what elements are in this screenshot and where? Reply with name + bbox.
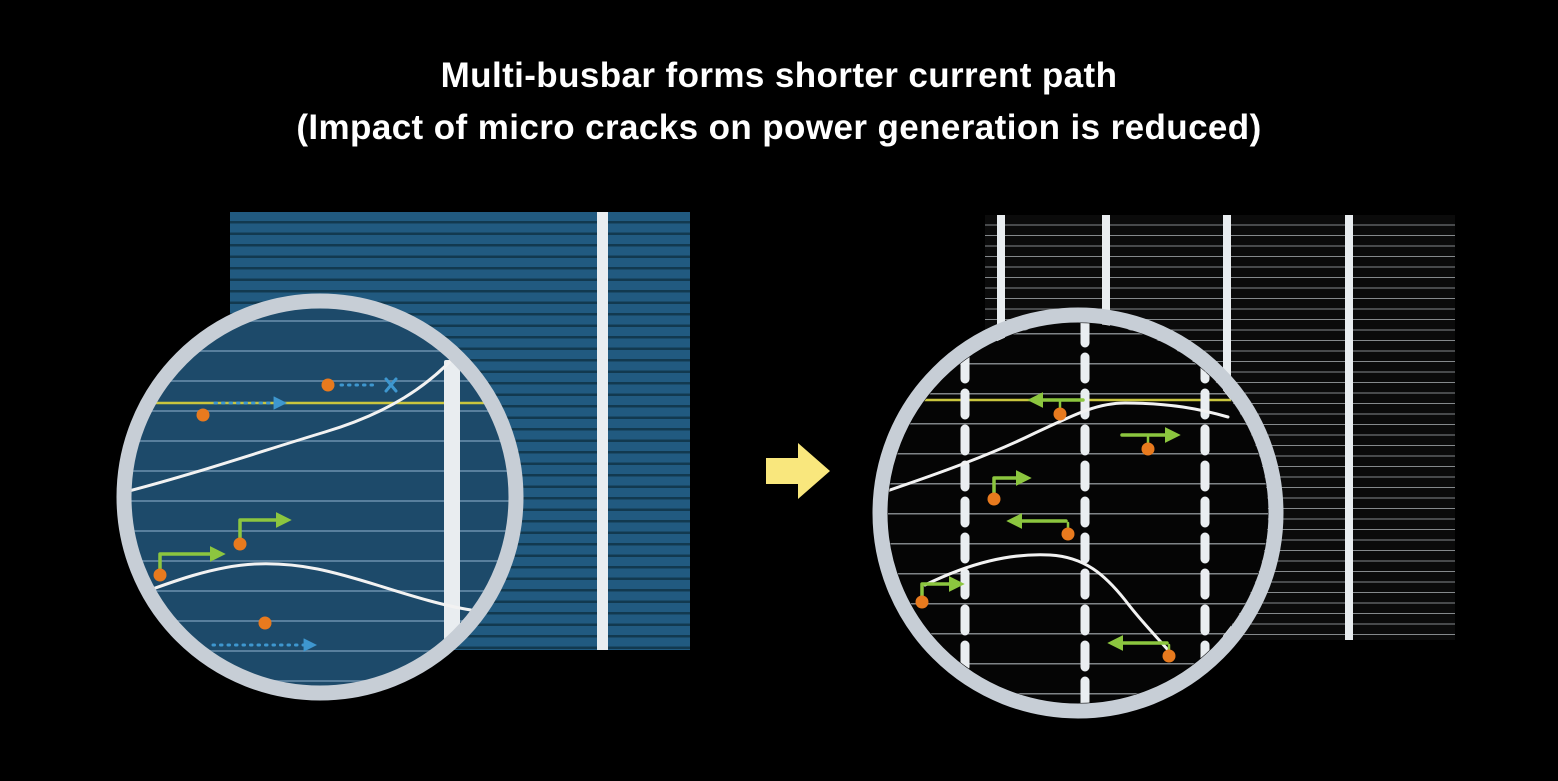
right-magnifier bbox=[872, 307, 1284, 719]
electron-icon bbox=[987, 492, 1001, 506]
busbar bbox=[597, 212, 608, 650]
right-zoom-content bbox=[888, 323, 1268, 703]
electron-icon bbox=[915, 595, 929, 609]
micro-cracks bbox=[131, 345, 473, 612]
electron-icon bbox=[1061, 527, 1075, 541]
magnified-multi-busbars bbox=[960, 323, 1210, 703]
finger-grid bbox=[888, 323, 1268, 703]
electron-icon bbox=[196, 408, 210, 422]
electron-icon bbox=[153, 568, 167, 582]
left-zoom-content bbox=[131, 308, 509, 686]
diagram-title: Multi-busbar forms shorter current path … bbox=[0, 50, 1558, 154]
magnifier-ring bbox=[872, 307, 1284, 719]
transition-arrow-icon bbox=[766, 443, 830, 499]
busbar bbox=[1345, 215, 1353, 640]
electron-icon bbox=[233, 537, 247, 551]
electron-icon bbox=[1141, 442, 1155, 456]
title-line-2: (Impact of micro cracks on power generat… bbox=[296, 108, 1262, 147]
short-current-paths bbox=[915, 392, 1181, 663]
blocked-path-icon bbox=[384, 377, 398, 393]
electron-icon bbox=[258, 616, 272, 630]
electron-icon bbox=[1053, 407, 1067, 421]
electron-icon bbox=[321, 378, 335, 392]
left-magnifier bbox=[116, 293, 524, 701]
title-line-1: Multi-busbar forms shorter current path bbox=[440, 56, 1118, 95]
magnified-busbar bbox=[444, 360, 460, 660]
magnifier-ring bbox=[116, 293, 524, 701]
short-current-paths bbox=[153, 512, 292, 582]
electron-icon bbox=[1162, 649, 1176, 663]
micro-cracks bbox=[888, 401, 1230, 652]
